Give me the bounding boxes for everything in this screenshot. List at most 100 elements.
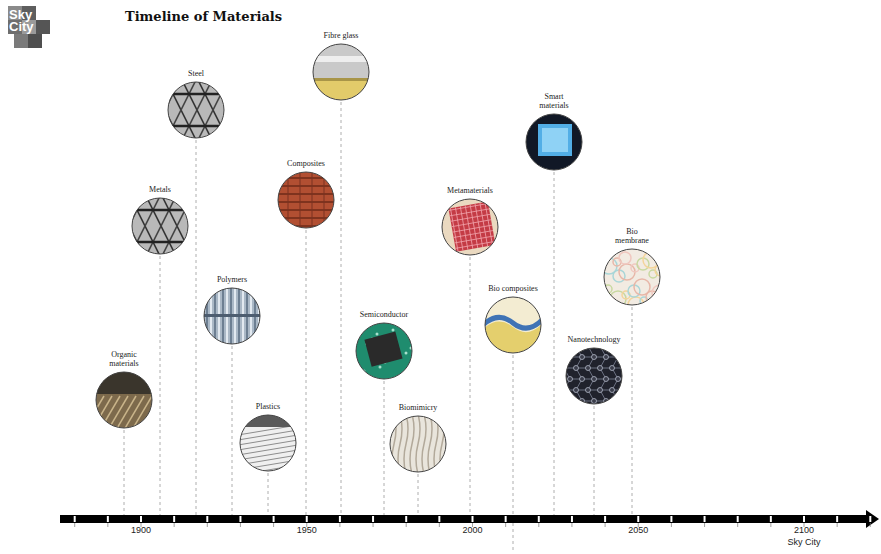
photo-part [238,430,298,440]
photo-part [124,396,144,430]
material-circle [166,80,226,140]
material-photo [276,170,336,230]
leader-line [196,140,197,519]
year-label: 2000 [448,525,498,535]
year-label: 2050 [613,525,663,535]
photo-part [574,346,579,349]
material-photo [602,247,662,307]
leader-line [232,346,233,519]
photo-part [311,56,371,62]
photo-part [622,366,625,371]
photo-part [146,196,176,256]
axis-tick [207,523,208,527]
axis-tick [837,523,838,527]
axis-gap [306,516,308,522]
axis-tick [505,523,506,527]
material-photo [130,196,190,256]
photo-part [198,80,226,140]
material-node: Organic materials [79,351,169,430]
photo-part [564,366,567,371]
photo-part [166,93,226,96]
material-photo [483,295,543,355]
axis-tick [406,523,407,527]
photo-part [276,209,336,211]
material-node: Bio membrane [587,228,677,307]
material-photo [311,42,371,102]
photo-part [564,346,624,406]
material-label: Biomimicry [378,404,458,412]
axis-tick [737,523,738,527]
axis-tick [704,523,705,527]
material-photo [354,321,414,381]
photo-part [130,196,160,256]
photo-part [422,414,426,474]
photo-part [622,346,625,349]
circle-outline [390,416,446,472]
logo-square [36,20,50,34]
leader-line [384,381,385,519]
photo-part [311,78,371,81]
material-photo [524,112,584,172]
photo-part [182,80,212,140]
photo-part [568,377,573,382]
axis-gap [604,516,606,522]
material-photo [166,80,226,140]
leader-lines [124,102,632,552]
material-label: Composites [266,160,346,168]
photo-part [454,231,493,238]
photo-part [182,80,212,140]
photo-part [580,355,585,360]
axis-gap [405,516,407,522]
material-node: Metals [115,186,205,256]
axis-gap [438,516,440,522]
photo-part [166,80,196,140]
photo-part [276,193,336,195]
photo-part [542,128,568,152]
circle-outline [96,372,152,428]
photo-part [162,196,190,256]
material-photo [238,413,298,473]
year-label: 1950 [282,525,332,535]
photo-part [448,202,495,252]
material-node: Bio composites [468,285,558,355]
photo-part [598,366,603,371]
photo-part [162,196,190,256]
material-circle [130,196,190,256]
material-circle [354,321,414,381]
photo-part [94,370,154,430]
material-photo [440,197,500,257]
material-label: Fibre glass [301,32,381,40]
logo-square [14,34,28,48]
material-node: Metamaterials [425,187,515,257]
photo-part [610,366,615,371]
photo-part [449,203,488,210]
photo-part [592,355,597,360]
photo-part [634,279,650,295]
material-circle [311,42,371,102]
axis-tick [538,523,539,527]
photo-part [336,170,337,230]
photo-part [564,346,576,347]
circle-outline [168,82,224,138]
photo-part [130,241,190,244]
axis-gap [836,516,838,522]
photo-part [598,388,603,393]
material-label: Semiconductor [344,311,424,319]
photo-part [392,414,396,474]
leader-line [268,473,269,519]
photo-part [619,252,631,264]
photo-part [652,285,662,301]
axis-bar [60,515,870,523]
circle-outline [356,323,412,379]
photo-part [622,388,625,393]
photo-part [592,399,597,404]
photo-part [600,346,612,347]
axis-gap [140,516,142,522]
photo-part [300,170,301,230]
material-circle [276,170,336,230]
photo-part [238,450,298,460]
photo-part [538,124,572,156]
axis-gap [505,516,507,522]
material-node: Smart materials [509,93,599,172]
